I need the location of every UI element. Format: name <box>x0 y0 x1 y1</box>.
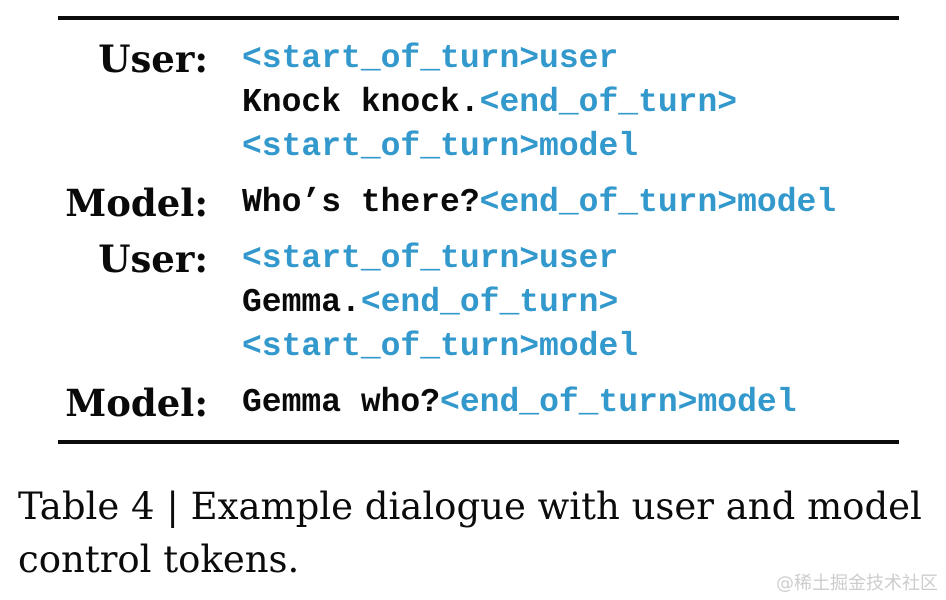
control-token: <end_of_turn> <box>479 84 738 121</box>
speaker-label: Model: <box>65 181 208 225</box>
code-line: Who’s there?<end_of_turn>model <box>242 181 836 225</box>
control-token: <start_of_turn>model <box>242 128 639 165</box>
control-token: <start_of_turn>user <box>242 240 619 277</box>
control-token: <end_of_turn>model <box>440 384 797 421</box>
dialogue-text: Gemma who? <box>242 384 441 421</box>
code-line: <start_of_turn>model <box>242 125 737 169</box>
code-line: <start_of_turn>user <box>242 37 737 81</box>
dialogue-table: User: <start_of_turn>user Knock knock.<e… <box>0 37 946 425</box>
turn-content: Who’s there?<end_of_turn>model <box>242 181 836 225</box>
speaker-label: Model: <box>65 381 208 425</box>
code-line: Knock knock.<end_of_turn> <box>242 81 737 125</box>
control-token: <end_of_turn> <box>360 284 619 321</box>
dialogue-turn-model-2: Model: Gemma who?<end_of_turn>model <box>0 381 946 425</box>
table-figure: User: <start_of_turn>user Knock knock.<e… <box>0 16 946 594</box>
dialogue-turn-user-1: User: <start_of_turn>user Knock knock.<e… <box>0 37 946 169</box>
turn-content: <start_of_turn>user Gemma.<end_of_turn> … <box>242 237 638 369</box>
dialogue-turn-model-1: Model: Who’s there?<end_of_turn>model <box>0 181 946 225</box>
code-line: Gemma.<end_of_turn> <box>242 281 638 325</box>
table-bottom-rule <box>58 440 899 444</box>
control-token: <start_of_turn>user <box>242 40 619 77</box>
code-line: <start_of_turn>model <box>242 325 638 369</box>
table-caption: Table 4 | Example dialogue with user and… <box>18 485 922 581</box>
code-line: <start_of_turn>user <box>242 237 638 281</box>
dialogue-text: Who’s there? <box>242 184 480 221</box>
dialogue-turn-user-2: User: <start_of_turn>user Gemma.<end_of_… <box>0 237 946 369</box>
code-line: Gemma who?<end_of_turn>model <box>242 381 797 425</box>
watermark: @稀土掘金技术社区 <box>776 573 938 594</box>
speaker-label: User: <box>98 37 208 81</box>
dialogue-text: Gemma. <box>242 284 361 321</box>
control-token: <start_of_turn>model <box>242 328 639 365</box>
control-token: <end_of_turn>model <box>479 184 837 221</box>
dialogue-text: Knock knock. <box>242 84 480 121</box>
turn-content: Gemma who?<end_of_turn>model <box>242 381 797 425</box>
table-top-rule <box>58 16 899 20</box>
speaker-label: User: <box>98 237 208 281</box>
turn-content: <start_of_turn>user Knock knock.<end_of_… <box>242 37 737 169</box>
